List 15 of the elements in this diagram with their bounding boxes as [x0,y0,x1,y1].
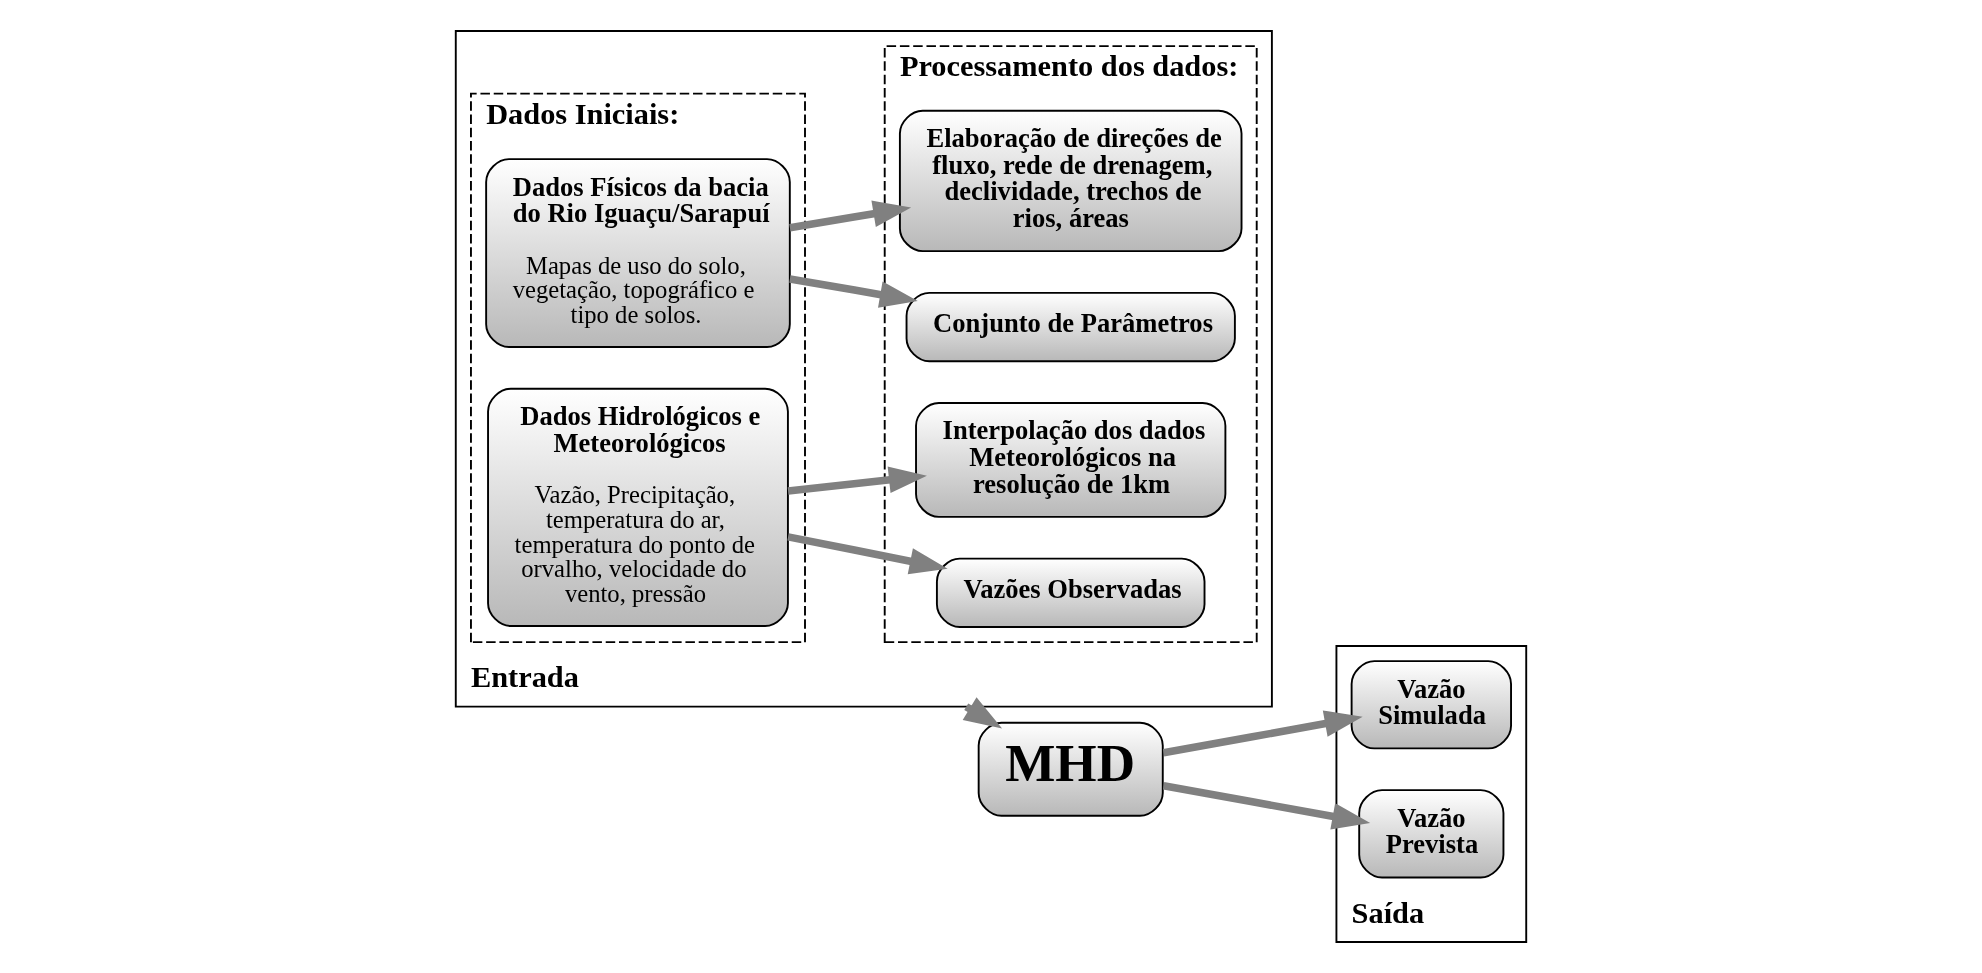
arrow [789,275,918,308]
node-box: Dados Físicos da bacia do Rio Iguaçu/Sarapuí Mapas de uso do solo, vegetação, topográfico e tipo de solos. [485,158,791,348]
node-box: Vazões Observadas [935,557,1206,628]
node-box: Elaboração de direções de fluxo, rede de drenagem, declividade, trechos de rios, áreas [898,109,1243,253]
node-box: Vazão Prevista [1358,789,1505,879]
node-box: Conjunto de Parâmetros [905,291,1236,363]
node-box: Dados Hidrológicos e Meteorológicos Vazão, Precipitação, temperatura do ar, temperatura do ponto de orvalho, velocidade do vento, pressão [487,387,789,627]
node-box: Vazão Simulada [1350,660,1512,750]
node-box: Interpolação dos dados Meteorológicos na resolução de 1km [915,402,1227,518]
arrow [1162,710,1363,757]
arrow [789,200,912,232]
arrow [787,533,948,575]
arrow [787,466,927,495]
arrow [1162,782,1371,830]
node-box: MHD [977,721,1164,817]
